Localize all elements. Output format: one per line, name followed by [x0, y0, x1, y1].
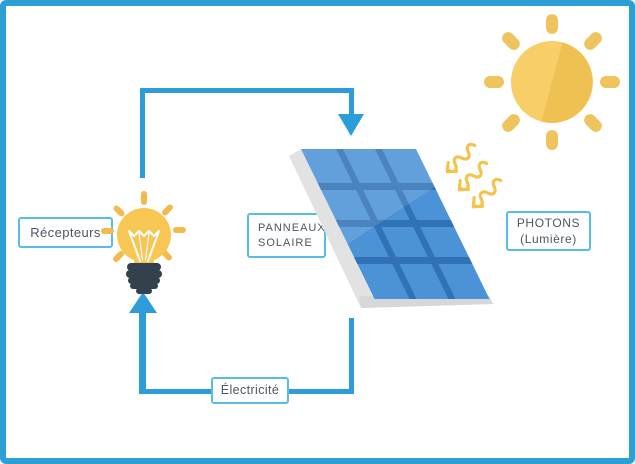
panel-sheen: [301, 149, 435, 244]
bulb-rays-icon: [101, 191, 186, 262]
sun-disc-shade: [541, 42, 593, 123]
solar-panel-label-line1: PANNEAUX: [258, 221, 326, 234]
panel-grid-lines: [317, 149, 473, 299]
photons-label-line2: (Lumière): [520, 232, 577, 246]
wire-bottom-left-vertical: [139, 310, 146, 394]
wire-top-right-vertical: [349, 88, 354, 116]
wire-top-left-vertical: [140, 88, 145, 178]
sun-rays-icon: [484, 14, 620, 150]
wire-bottom-right-vertical: [349, 318, 354, 394]
sun-icon: [484, 14, 620, 150]
photons-label: PHOTONS (Lumière): [506, 211, 591, 251]
photon-waves-icon: [445, 142, 503, 209]
light-bulb-icon: [101, 191, 186, 294]
solar-panel-label: PANNEAUX SOLAIRE: [247, 213, 326, 258]
receivers-label: Récepteurs: [18, 217, 113, 248]
arrow-down-icon: [338, 114, 364, 136]
arrow-up-icon: [129, 292, 157, 313]
photons-label-line1: PHOTONS: [516, 215, 581, 230]
bulb-base: [126, 263, 162, 294]
electricity-label-text: Électricité: [220, 383, 280, 398]
receivers-label-text: Récepteurs: [30, 224, 101, 240]
solar-panel-label-line2: SOLAIRE: [258, 236, 313, 249]
electricity-label: Électricité: [211, 377, 289, 404]
panel-side-face: [289, 149, 493, 308]
bulb-filament: [128, 230, 160, 262]
wire-top-horizontal: [140, 88, 354, 93]
solar-panel-icon: [289, 149, 493, 308]
